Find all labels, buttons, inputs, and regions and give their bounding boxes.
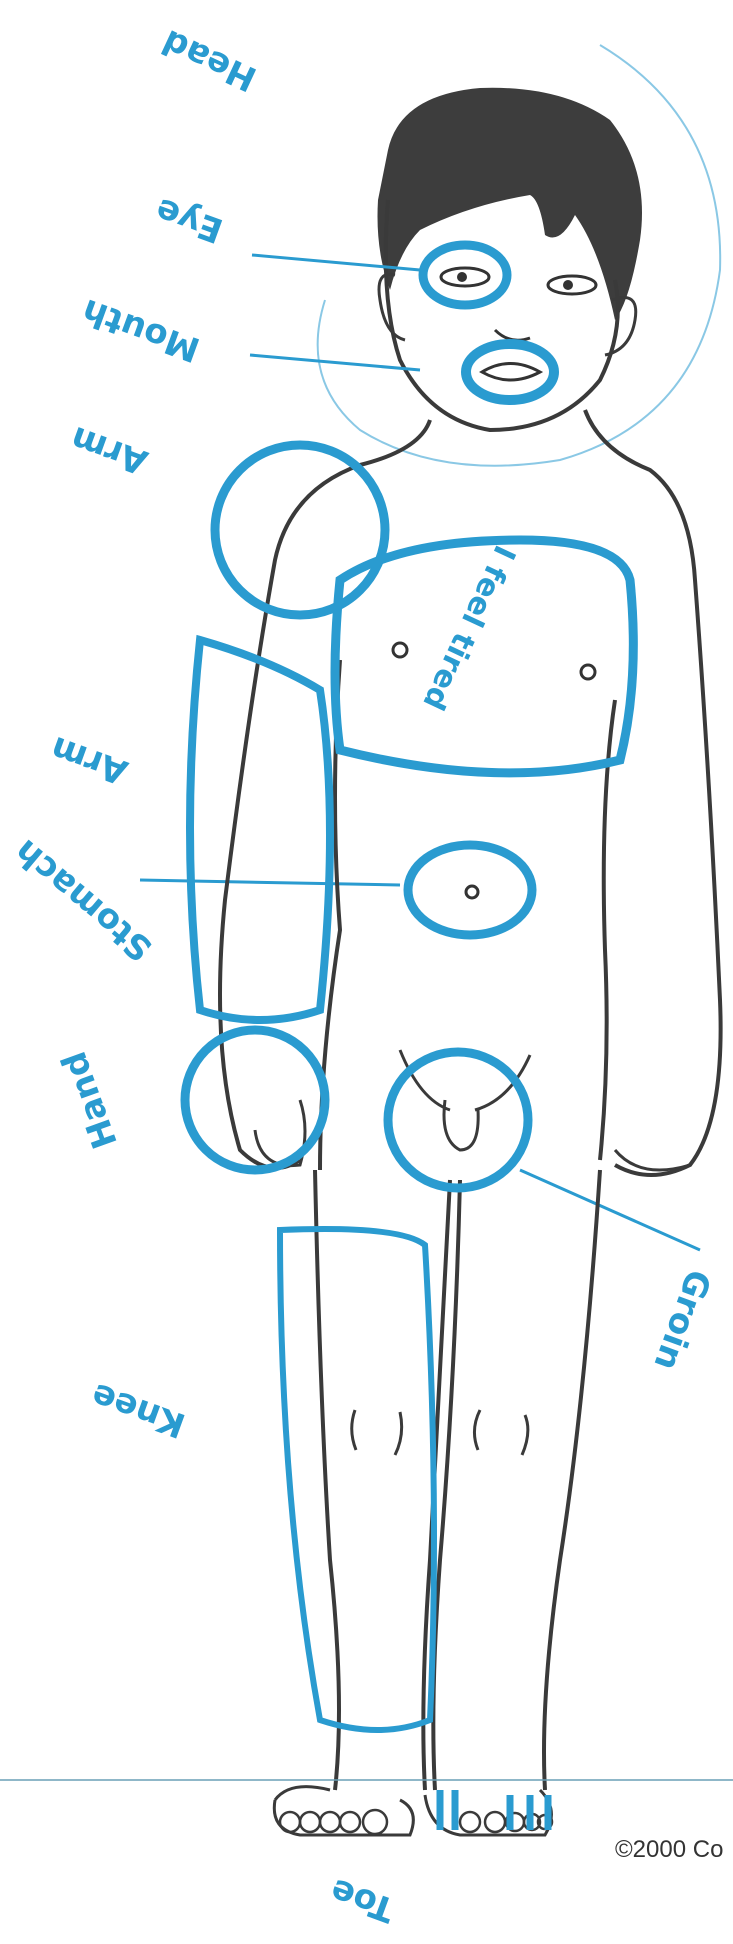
left-nipple [393, 643, 407, 657]
torso-right [600, 700, 615, 1160]
groin-circle [388, 1052, 528, 1188]
arm-outline [190, 640, 330, 1020]
hair [378, 88, 643, 320]
left-foot [274, 1787, 413, 1835]
left-pupil [457, 272, 467, 282]
mouth [482, 364, 540, 381]
toe-marks [440, 1790, 548, 1830]
right-leg-outer [544, 1170, 600, 1790]
knee-marks [352, 1410, 528, 1455]
nose [495, 330, 530, 340]
hand-circle [185, 1030, 325, 1170]
navel [466, 886, 478, 898]
right-nipple [581, 665, 595, 679]
mouth-leader [250, 355, 420, 370]
stomach-leader [140, 880, 400, 885]
stomach-circle [408, 845, 532, 935]
groin-leader [520, 1170, 700, 1250]
knee-outline [280, 1229, 434, 1730]
copyright-text: ©2000 Co [615, 1836, 723, 1864]
shoulder-circle [215, 445, 385, 615]
left-ear [379, 274, 405, 340]
right-hand [615, 1150, 690, 1170]
right-pupil [563, 280, 573, 290]
